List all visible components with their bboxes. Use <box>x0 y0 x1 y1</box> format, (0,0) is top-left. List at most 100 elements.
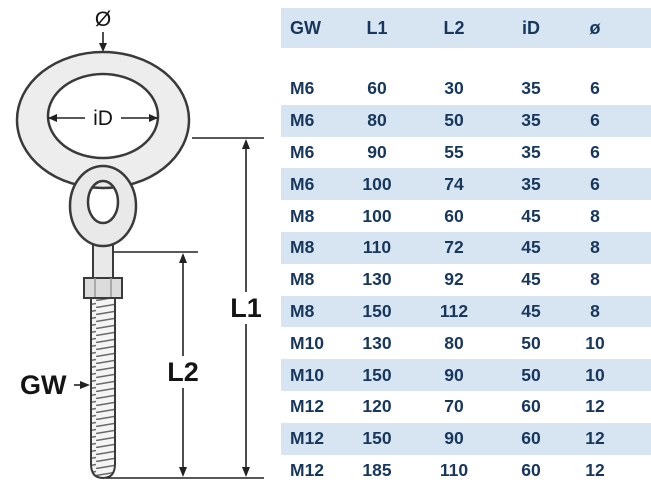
table-row: M12 120 70 60 12 <box>281 390 651 423</box>
table-cell: 50 <box>521 364 541 385</box>
table-row: M8 150 112 45 8 <box>281 295 651 328</box>
table-cell: 35 <box>521 141 541 162</box>
table-header-row: GW L1 L2 iD ø <box>281 8 651 48</box>
col-header-id: iD <box>522 17 540 38</box>
table-cell: M6 <box>290 78 315 99</box>
table-cell: 150 <box>362 300 392 321</box>
table-cell: 10 <box>585 364 605 385</box>
col-header-l2: L2 <box>443 17 465 38</box>
collar <box>83 277 123 299</box>
table-cell: 12 <box>585 428 605 449</box>
table-cell: 185 <box>362 459 392 480</box>
table-cell: 72 <box>444 237 464 258</box>
table-cell: 120 <box>362 396 392 417</box>
table-cell: M8 <box>290 237 315 258</box>
l1-label-backplate <box>226 292 266 324</box>
gw-pointer <box>74 381 90 389</box>
table-cell: M8 <box>290 300 315 321</box>
table-cell: 110 <box>362 237 392 258</box>
table-row: M12 150 90 60 12 <box>281 422 651 455</box>
table-row: M6 60 30 35 6 <box>281 73 651 105</box>
table-cell: M8 <box>290 205 315 226</box>
table-cell: M12 <box>290 459 325 480</box>
table-row: M8 100 60 45 8 <box>281 200 651 232</box>
ring-inner <box>46 72 160 160</box>
gw-label: GW <box>20 370 67 400</box>
table-cell: 6 <box>590 173 600 194</box>
table-cell: 60 <box>521 396 541 417</box>
table-cell: 150 <box>362 428 392 449</box>
table-cell: 35 <box>521 110 541 131</box>
table-cell: M6 <box>290 110 315 131</box>
table-cell: 60 <box>521 459 541 480</box>
table-cell: 8 <box>590 205 600 226</box>
table-cell: 130 <box>362 269 392 290</box>
table-cell: M6 <box>290 141 315 162</box>
table-cell: 55 <box>444 141 464 162</box>
shank-neck <box>92 241 114 279</box>
table-cell: 60 <box>444 205 464 226</box>
eyebolt-technical-drawing: Ø iD L1 <box>0 0 281 503</box>
table-row: M6 100 74 35 6 <box>281 168 651 201</box>
table-cell: 112 <box>439 300 469 321</box>
inner-diameter-dimension <box>48 114 158 122</box>
table-cell: 70 <box>444 396 464 417</box>
table-cell: 12 <box>585 459 605 480</box>
table-cell: 6 <box>590 110 600 131</box>
table-cell: 6 <box>590 78 600 99</box>
table-cell: 90 <box>444 364 464 385</box>
table-cell: M10 <box>290 332 325 353</box>
table-cell: 8 <box>590 300 600 321</box>
table-cell: M8 <box>290 269 315 290</box>
table-cell: 45 <box>521 237 541 258</box>
diameter-label: Ø <box>95 8 111 31</box>
table-cell: 90 <box>367 141 387 162</box>
table-cell: 60 <box>521 428 541 449</box>
table-cell: 8 <box>590 269 600 290</box>
table-row: M6 90 55 35 6 <box>281 136 651 169</box>
l2-label-backplate <box>163 356 203 388</box>
table-cell: 90 <box>444 428 464 449</box>
table-row: M6 80 50 35 6 <box>281 104 651 137</box>
l2-label: L2 <box>167 357 199 387</box>
table-cell: 50 <box>521 332 541 353</box>
threaded-rod <box>90 297 116 480</box>
table-row: M8 110 72 45 8 <box>281 231 651 264</box>
table-cell: M10 <box>290 364 325 385</box>
table-cell: 45 <box>521 205 541 226</box>
eyebolt-svg: Ø iD L1 <box>15 8 266 480</box>
table-cell: 50 <box>444 110 464 131</box>
table-cell: 35 <box>521 173 541 194</box>
table-cell: 110 <box>439 459 469 480</box>
table-cell: 60 <box>367 78 387 99</box>
diameter-dimension <box>99 32 107 52</box>
table-cell: 45 <box>521 300 541 321</box>
col-header-gw: GW <box>290 17 321 38</box>
table-cell: 130 <box>362 332 392 353</box>
table-cell: 80 <box>367 110 387 131</box>
table-cell: 35 <box>521 78 541 99</box>
table-cell: 12 <box>585 396 605 417</box>
table-cell: M12 <box>290 428 325 449</box>
table-row: M10 130 80 50 10 <box>281 327 651 360</box>
col-header-l1: L1 <box>366 17 388 38</box>
table-cell: M12 <box>290 396 325 417</box>
table-cell: M6 <box>290 173 315 194</box>
table-cell: 150 <box>362 364 392 385</box>
table-cell: 74 <box>444 173 464 194</box>
table-cell: 30 <box>444 78 464 99</box>
table-cell: 8 <box>590 237 600 258</box>
table-cell: 6 <box>590 141 600 162</box>
l1-label: L1 <box>230 293 262 323</box>
table-row: M12 185 110 60 12 <box>281 454 651 487</box>
table-cell: 92 <box>444 269 464 290</box>
table-cell: 80 <box>444 332 464 353</box>
inner-diameter-label: iD <box>93 107 113 130</box>
table-cell: 10 <box>585 332 605 353</box>
table-cell: 100 <box>362 173 392 194</box>
table-cell: 100 <box>362 205 392 226</box>
